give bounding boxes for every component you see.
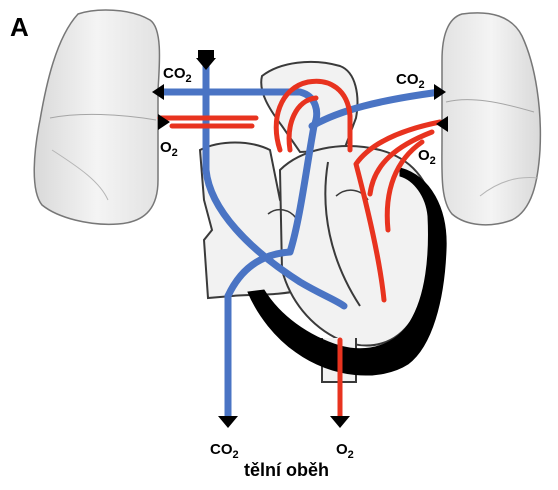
left-lung — [34, 10, 159, 224]
right-lung — [442, 13, 541, 225]
caption-systemic-circulation: tělní oběh — [244, 460, 329, 480]
left-lung-o2-label: O2 — [160, 139, 178, 159]
heart — [200, 62, 446, 382]
left-lung-co2-label: CO2 — [163, 65, 192, 85]
right-lung-co2-label: CO2 — [396, 71, 425, 91]
arrow-down-body-o2 — [330, 416, 350, 428]
arrow-up-vena-cava — [198, 50, 214, 58]
body-co2-label: CO2 — [210, 441, 239, 461]
body-o2-label: O2 — [336, 441, 354, 461]
arrow-down-body-co2 — [218, 416, 238, 428]
right-lung-o2-label: O2 — [418, 147, 436, 167]
panel-letter: A — [10, 12, 29, 42]
